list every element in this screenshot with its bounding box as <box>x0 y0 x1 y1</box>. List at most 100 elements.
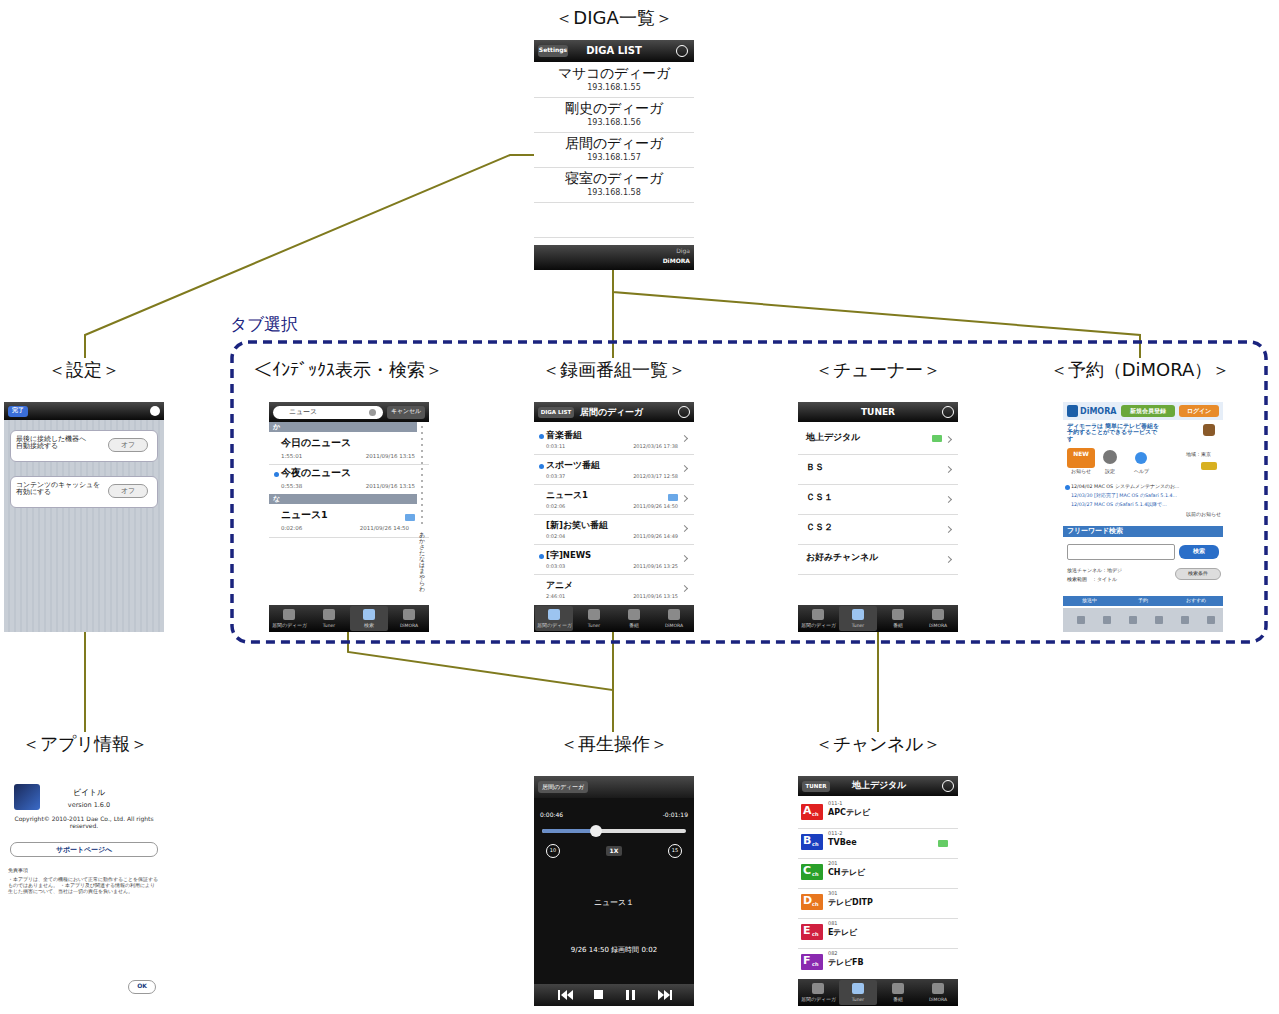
screen-text: お知らせ <box>1063 469 1099 475</box>
row-separator <box>798 888 958 889</box>
screen-text: 2011/09/16 13:15 <box>598 594 678 600</box>
index-dot <box>421 492 423 494</box>
screen-text: な <box>273 495 293 503</box>
chevron-icon <box>681 525 688 532</box>
screen-text: マサコのディーガ <box>534 65 694 81</box>
toolbar-icon <box>942 406 954 418</box>
index-dot <box>421 486 423 488</box>
screen-text: オフ <box>108 441 148 449</box>
screen-text: ニュース1 <box>546 491 666 501</box>
screen-text: アニメ <box>546 581 666 591</box>
toolbar-icon <box>676 45 688 57</box>
unread-dot <box>539 434 544 439</box>
screen-title: ＜チューナー＞ <box>793 358 963 382</box>
browser-toolbar <box>1063 608 1223 632</box>
row-separator <box>798 828 958 829</box>
screen-text: 0:02:04 <box>546 534 586 540</box>
index-dot <box>421 510 423 512</box>
screen-text: ビイトル <box>44 788 134 797</box>
screen-node: ＜チャンネル＞TUNER地上デジタルAch011-1APCテレビBch011-2… <box>793 732 963 1006</box>
screen-text: 2012/03/16 17:38 <box>598 444 678 450</box>
screen-text: コンテンツのキャッシュを 有効にする <box>16 482 100 497</box>
screen-text: お好みチャンネル <box>806 553 926 563</box>
screen-text: 居間のディーガ <box>798 997 838 1002</box>
index-dot <box>421 438 423 440</box>
row-separator <box>798 858 958 859</box>
connector-line <box>613 270 1140 358</box>
toolbar-icon <box>1129 616 1137 624</box>
row-separator <box>269 537 429 538</box>
tab-icon <box>892 983 904 994</box>
section-header <box>269 422 417 432</box>
media-control <box>567 990 573 1000</box>
row-separator <box>534 454 694 455</box>
row-separator <box>798 544 958 545</box>
tab-icon <box>323 609 335 620</box>
screen-text: DiMORA <box>389 623 429 628</box>
screen-text: 082 <box>828 951 868 957</box>
screen-text: 2011/09/26 14:50 <box>329 525 409 531</box>
screen-text: 番組 <box>878 997 918 1002</box>
screen-text: ch <box>812 812 822 818</box>
screen-text: NEW <box>1067 451 1095 458</box>
screen-text: 地域：東京 <box>1175 452 1221 458</box>
screen-text: 011-1 <box>828 801 868 807</box>
tv-icon <box>668 494 678 501</box>
screen-text: 2011/09/16 13:15 <box>335 483 415 489</box>
chevron-icon <box>945 496 952 503</box>
media-control <box>594 990 603 999</box>
screen-node: ＜設定＞完了最後に接続した機器へ 自動接続するオフコンテンツのキャッシュを 有効… <box>4 358 164 632</box>
media-control <box>558 990 560 1000</box>
signal-icon <box>938 840 948 847</box>
screen-text: あかさたなはまやらわ <box>419 532 425 592</box>
screen-text: 音楽番組 <box>546 431 666 441</box>
screen-text: F <box>803 955 813 968</box>
screen-text: OK <box>128 983 156 990</box>
info-icon <box>150 406 160 416</box>
signal-icon <box>932 435 942 442</box>
toolbar-icon <box>678 406 690 418</box>
toolbar-icon <box>1155 616 1163 624</box>
tab-icon <box>548 609 560 620</box>
screen-text: 居間のディーガ <box>534 623 574 628</box>
row-separator <box>534 132 694 133</box>
connector-line <box>85 155 534 358</box>
help-icon <box>1135 452 1147 464</box>
screen-text: TVBee <box>828 838 938 847</box>
screen-text: 2012/03/17 12:58 <box>598 474 678 480</box>
row-separator <box>534 97 694 98</box>
connector-line <box>348 632 613 732</box>
screen-text: 2011/09/16 13:25 <box>598 564 678 570</box>
screenshot: DIGA LIST居間のディーガ音楽番組0:03:112012/03/16 17… <box>534 402 694 632</box>
seek-progress <box>542 829 596 833</box>
chevron-icon <box>681 555 688 562</box>
chevron-icon <box>945 466 952 473</box>
screen-title: ＜ｲﾝﾃﾞｯｸｽ表示・検索＞ <box>243 358 453 382</box>
screen-text: 放送チャンネル：地デジ <box>1067 568 1171 574</box>
screen-text: 193.168.1.58 <box>534 188 694 197</box>
screen-text: [新]お笑い番組 <box>546 521 666 531</box>
screen-text: ch <box>812 842 822 848</box>
screen-text: 居間のディーガ <box>580 407 670 417</box>
row-separator <box>798 454 958 455</box>
screen-text: DIGA LIST <box>538 409 574 415</box>
index-dot <box>421 450 423 452</box>
screenshot: ニュースキャンセルか今日のニュース1:55:012011/09/16 13:15… <box>269 402 429 632</box>
screen-text: 9/26 14:50 録画時間 0:02 <box>534 946 694 954</box>
screen-text: 居間のディーガ <box>269 623 309 628</box>
screen-text: ch <box>812 872 822 878</box>
screen-node: ＜チューナー＞TUNER地上デジタルＢＳＣＳ１ＣＳ２お好みチャンネル居間のディー… <box>793 358 963 632</box>
index-dot <box>421 462 423 464</box>
chevron-icon <box>945 556 952 563</box>
row-separator <box>269 464 429 465</box>
row-separator <box>798 514 958 515</box>
index-dot <box>421 468 423 470</box>
unread-dot <box>539 554 544 559</box>
logo-mark <box>1201 462 1217 470</box>
screenshot: 居間のディーガ0:00:46-0:01:19101X15ニュース１9/26 14… <box>534 776 694 1006</box>
screen-text: A <box>803 805 813 818</box>
screen-text: C <box>803 865 813 878</box>
index-dot <box>421 432 423 434</box>
screen-text: Tuner <box>309 623 349 628</box>
screen-node: ＜アプリ情報＞ビイトルversion 1.6.0Copyright© 2010-… <box>0 732 170 1004</box>
